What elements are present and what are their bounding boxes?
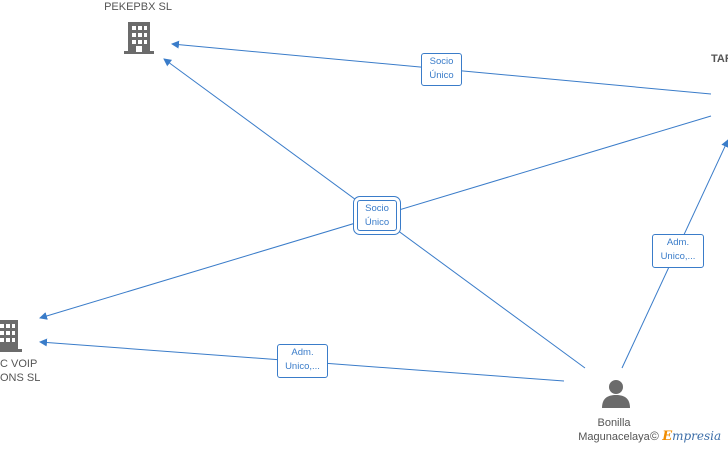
node-label-tar: TAR (711, 53, 728, 65)
building-icon (0, 320, 22, 352)
node-label-voip-line2: ONS SL (0, 372, 41, 384)
edge-label-adm-unico-right[interactable]: Adm. Unico,... (652, 234, 704, 268)
building-icon (124, 22, 154, 54)
edge-label-line: Socio (365, 203, 389, 214)
edge-label-line: Unico,... (285, 361, 320, 372)
edge-label-socio-unico[interactable]: Socio Único (421, 53, 462, 86)
node-label-bonilla-line1: Bonilla (597, 417, 631, 429)
edge-label-line: Adm. (666, 237, 690, 248)
node-label-voip-line1: C VOIP (0, 358, 38, 370)
empresia-watermark: © Empresia (650, 429, 721, 444)
brand-name: mpresia (672, 429, 722, 443)
node-label-pekepbx: PEKEPBX SL (104, 1, 172, 13)
copyright-symbol: © (650, 429, 659, 443)
edge-label-line: Adm. (291, 347, 314, 358)
edge-label-line: Único (429, 70, 454, 81)
edge-label-line: Unico,... (660, 251, 696, 262)
brand-initial: E (662, 429, 673, 444)
edge-label-line: Único (364, 217, 390, 228)
node-label-voip: C VOIP ONS SL (0, 357, 40, 385)
person-icon (602, 380, 630, 408)
edge-label-socio-unico-center[interactable]: Socio Único (357, 200, 397, 231)
edge-label-adm-unico-bottom[interactable]: Adm. Unico,... (277, 344, 328, 378)
node-label-bonilla: Bonilla Magunacelaya (560, 416, 668, 444)
edge-label-line: Socio (429, 56, 454, 67)
node-label-bonilla-line2: Magunacelaya (578, 431, 650, 443)
